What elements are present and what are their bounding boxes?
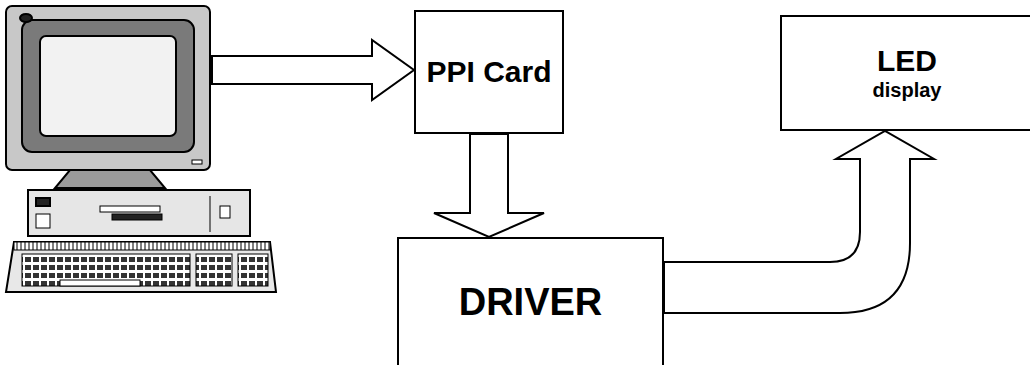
keyboard	[6, 242, 276, 292]
box-title: DRIVER	[459, 281, 603, 325]
box-title: PPI Card	[426, 55, 551, 90]
monitor	[6, 6, 210, 188]
data-arrow	[212, 40, 414, 100]
system-unit	[28, 190, 250, 236]
led-display-box: LEDdisplay	[780, 15, 1030, 131]
box-subtitle: display	[873, 79, 942, 102]
ppi-card-box: PPI Card	[414, 10, 564, 134]
block-arrow	[664, 131, 934, 313]
box-title: LED	[877, 44, 937, 79]
driver-box: DRIVER	[397, 237, 664, 365]
block-arrow	[434, 134, 544, 237]
